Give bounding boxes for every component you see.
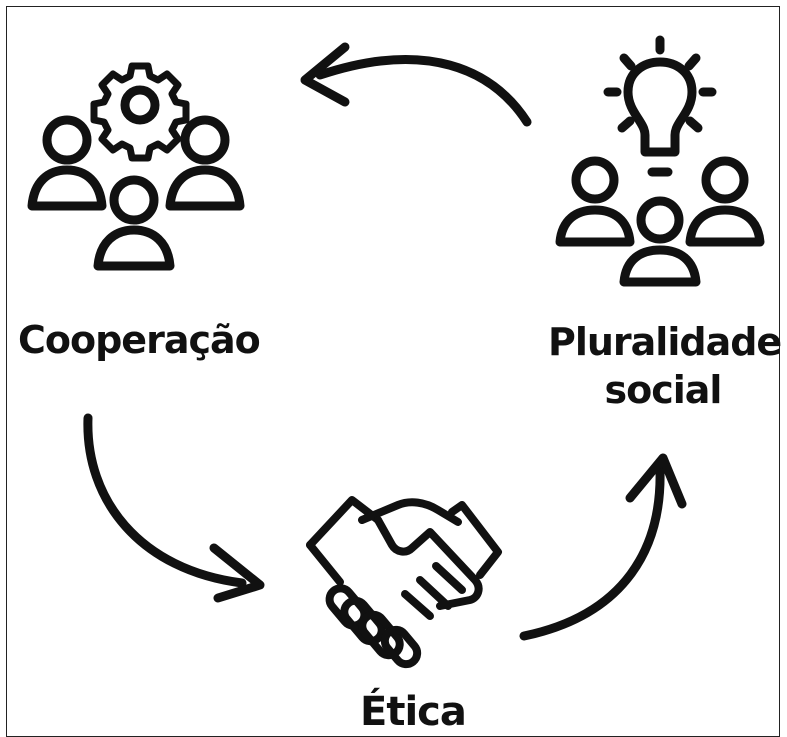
lightbulb-icon [603,35,717,177]
handshake-icon [306,496,502,669]
diagram-frame [6,6,780,737]
node-label-line1: Pluralidade [548,320,782,364]
team-gear-icon [27,62,245,271]
person-left-icon [27,115,107,211]
node-label-line2: social [604,368,723,412]
person-left-icon [555,156,635,247]
node-label-cooperacao: Cooperação [18,318,261,362]
arrow-pluralidade-to-cooperacao [300,42,532,127]
gear-icon [90,62,190,162]
arrow-cooperacao-to-etica [83,413,265,603]
node-label-etica: Ética [360,689,467,735]
team-idea-icon [555,35,765,287]
person-center-icon [619,196,701,287]
person-right-icon [685,156,765,247]
person-right-icon [165,115,245,211]
node-label-pluralidade-social: Pluralidade social [548,318,782,414]
arrow-etica-to-pluralidade [519,453,687,641]
person-center-icon [93,175,175,271]
